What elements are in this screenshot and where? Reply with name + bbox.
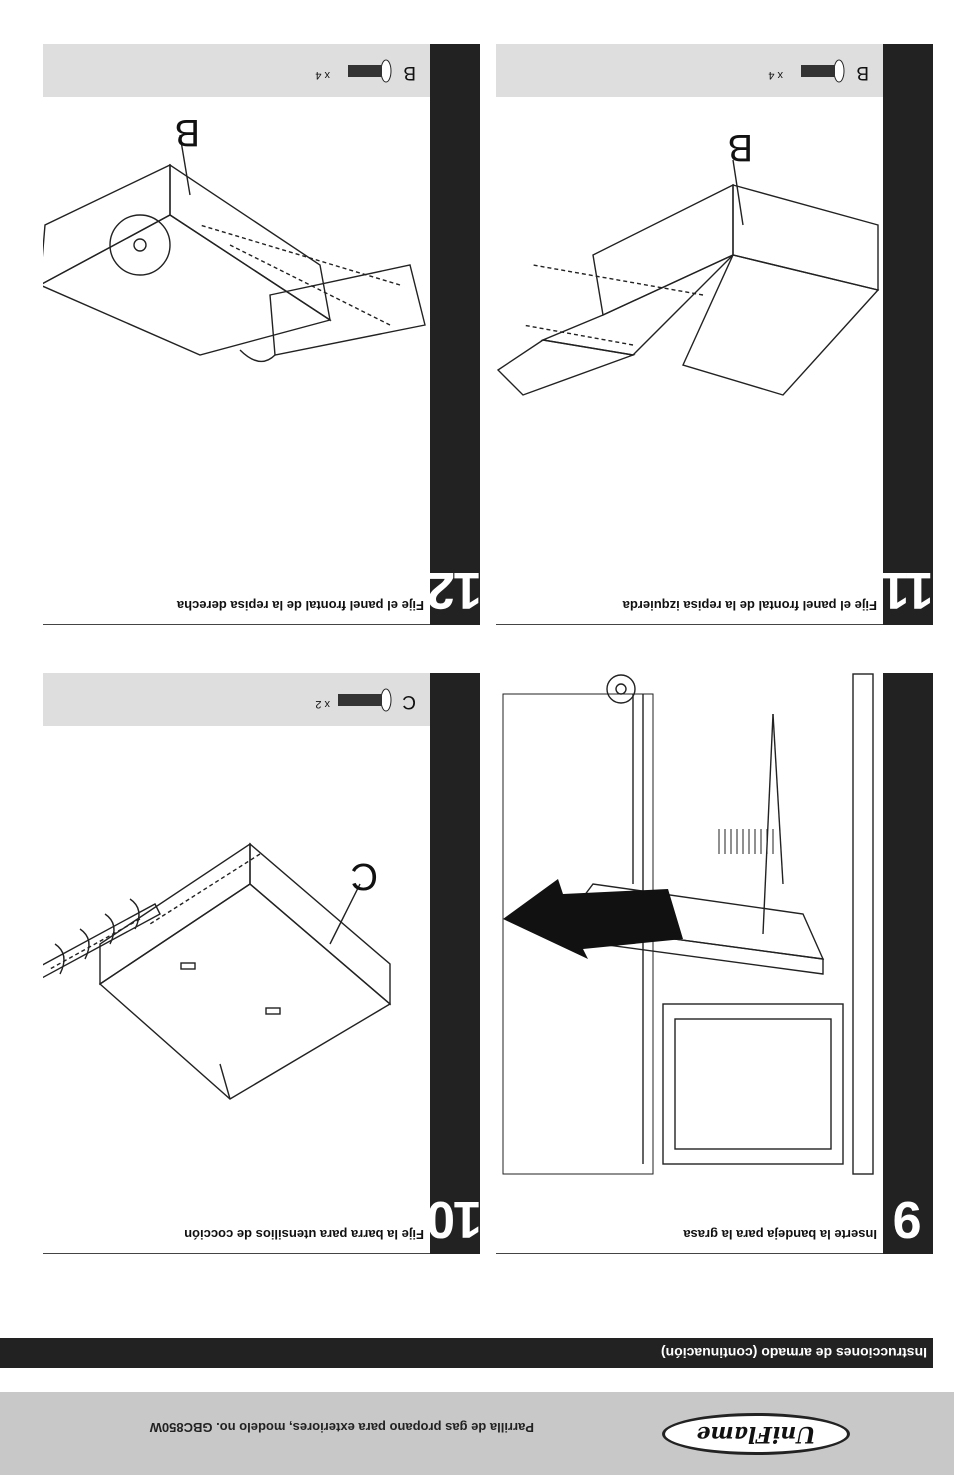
insert-arrow [503,879,683,959]
bolt-icon [801,59,845,83]
uniflame-logo: UniFlame [662,1413,850,1455]
step-number: 9 [894,1190,922,1248]
grease-tray-illustration [502,673,874,1175]
model-line: Parrilla de gas propano para exteriores,… [149,1420,534,1435]
hardware-box: B x 4 [43,44,430,97]
hardware-letter: B [403,62,416,83]
hardware-box: C x 2 [43,673,430,726]
step-number: 11 [882,561,934,619]
right-shelf-panel-illustration: B [43,111,426,363]
divider [43,1253,430,1254]
divider [496,624,883,625]
brand-name: UniFlame [696,1421,816,1447]
step-11: 11 Fije el panel frontal de la repisa iz… [496,44,933,625]
footer: UniFlame Parrilla de gas propano para ex… [0,1392,954,1475]
step-9: 9 Inserte la bandeja para la grasa [496,673,933,1254]
hardware-box: B x 4 [496,44,883,97]
divider [43,624,430,625]
callout-c: C [351,855,378,897]
bolt-icon [338,688,392,712]
step-10: 10 Fije la barra para utensilios de cocc… [43,673,482,1254]
left-shelf-panel-illustration: B [496,126,880,396]
utensil-bar-illustration: C [43,842,392,1100]
step-number-strip [883,673,933,1254]
step-title: Fije el panel frontal de la repisa derec… [176,598,424,613]
hardware-letter: B [856,62,869,83]
callout-b: B [728,126,753,168]
step-number-strip [883,44,933,625]
divider [496,1253,883,1254]
section-banner: Instrucciones de armado (continuación) [0,1338,933,1368]
callout-b: B [175,111,200,153]
hardware-qty: x 4 [768,69,783,81]
hardware-qty: x 4 [315,69,330,81]
bolt-icon [348,59,392,83]
step-number-strip [430,673,480,1254]
step-number: 12 [428,561,482,619]
step-title: Fije la barra para utensilios de cocción [184,1227,424,1242]
step-12: 12 Fije el panel frontal de la repisa de… [43,44,482,625]
hardware-qty: x 2 [315,698,330,710]
step-title: Inserte la bandeja para la grasa [683,1227,877,1242]
hardware-letter: C [402,691,416,712]
step-title: Fije el panel frontal de la repisa izqui… [622,598,877,613]
step-number-strip [430,44,480,625]
step-number: 10 [428,1190,482,1248]
